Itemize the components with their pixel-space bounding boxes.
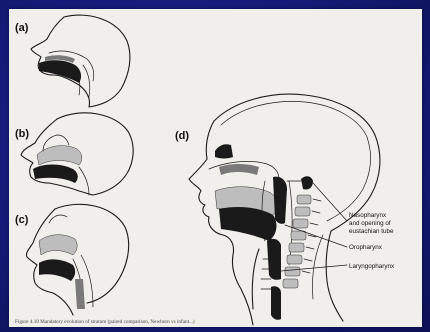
panel-a-head: (a): [15, 15, 130, 107]
panel-b-head: (b): [15, 113, 133, 195]
label-nasopharynx-2: and opening of: [349, 220, 391, 227]
cervical-vertebrae: [283, 195, 321, 288]
panel-d-label: (d): [175, 130, 189, 142]
label-laryngopharynx: Laryngopharynx: [349, 263, 395, 270]
label-nasopharynx: Nasopharynx: [349, 212, 387, 219]
panel-d-head: (d): [175, 94, 380, 325]
panel-c-head: (c): [15, 204, 129, 315]
label-oropharynx: Oropharynx: [349, 244, 383, 251]
anatomy-figure: (a) (b) (c): [9, 9, 422, 327]
panel-c-label: (c): [15, 214, 29, 226]
label-nasopharynx-3: eustachian tube: [349, 228, 394, 235]
panel-a-label: (a): [15, 22, 29, 34]
figure-drawing: (a) (b) (c): [9, 9, 422, 327]
panel-b-label: (b): [15, 128, 29, 140]
callout-labels: Nasopharynx and opening of eustachian tu…: [349, 212, 395, 270]
figure-caption: Figure 4.10 Mandatory evolution of strat…: [15, 318, 195, 325]
